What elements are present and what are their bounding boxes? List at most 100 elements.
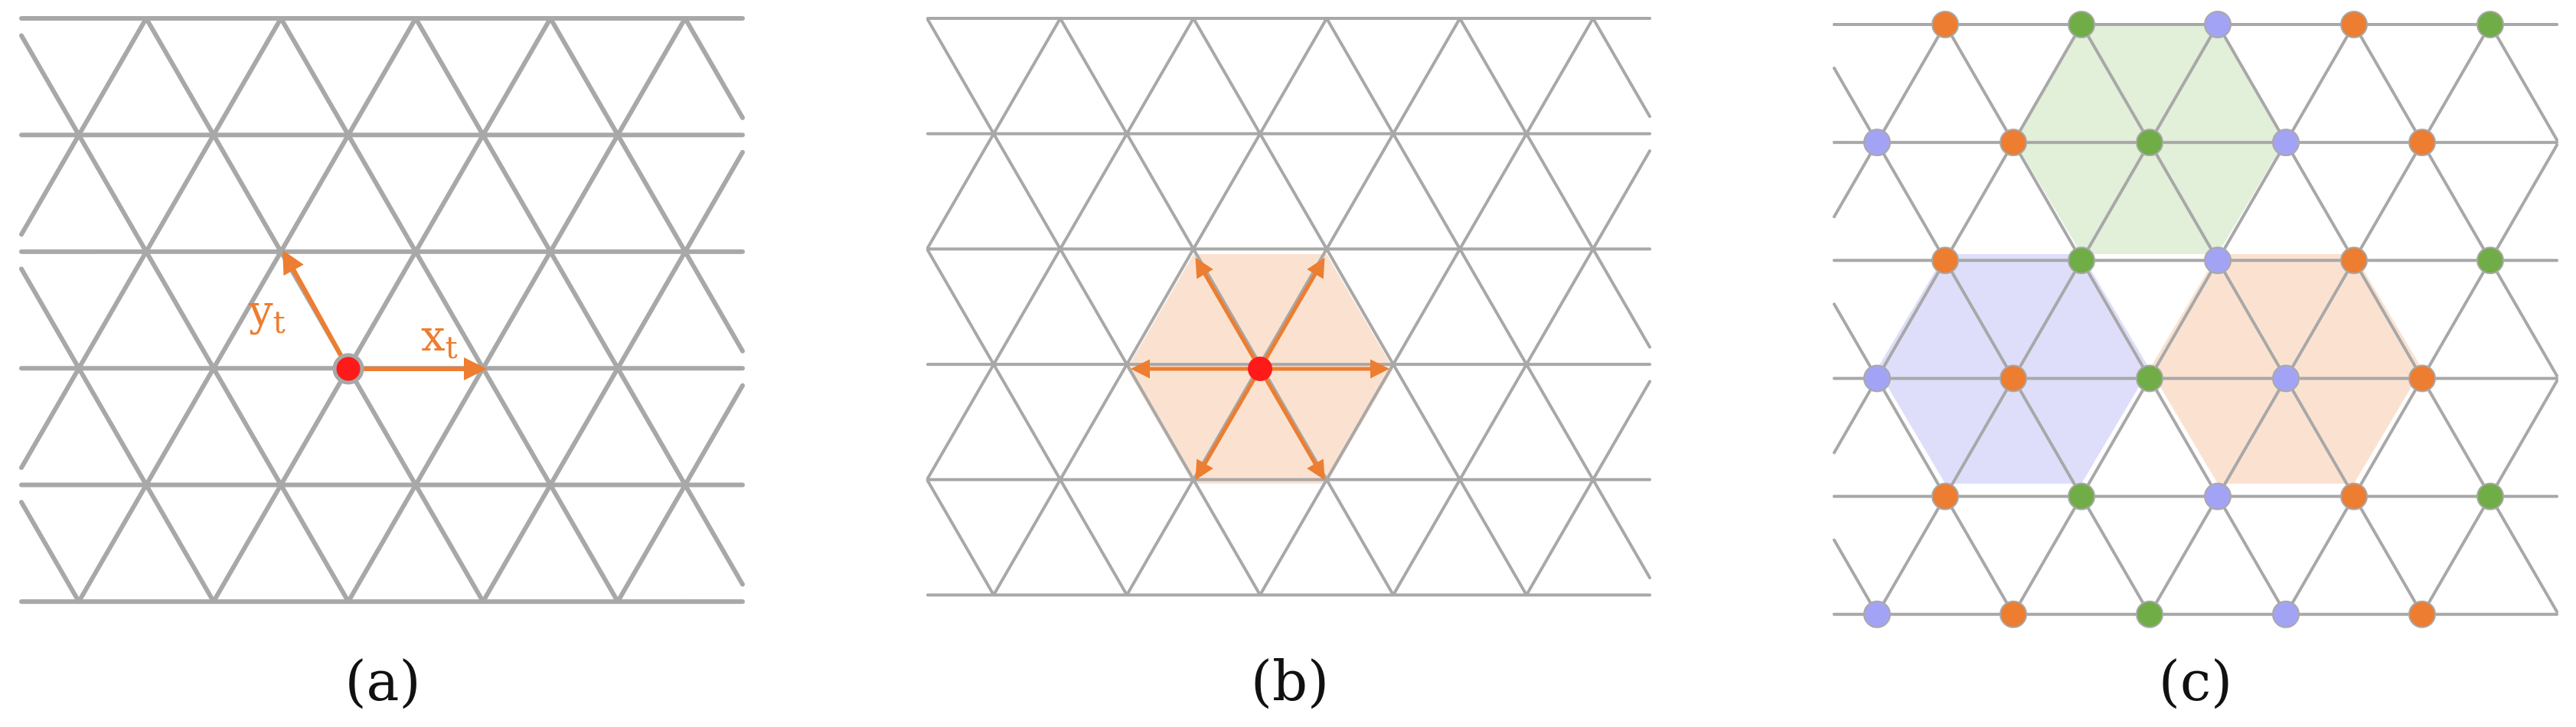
lattice-edge [211,249,283,371]
lattice-edge [211,366,283,487]
lattice-edge [1458,17,1528,135]
lattice-edge [926,249,995,367]
lattice-edge [144,482,216,605]
lattice-edge [615,132,687,254]
lattice-edge [19,266,81,371]
lattice-edge [279,366,351,487]
lattice-edge [279,482,351,605]
lattice-edge [992,363,1062,481]
lattice-edge [1125,132,1195,251]
lattice-edge [683,249,745,354]
lattice-edge [1392,17,1461,135]
lattice-edge [1833,67,1879,145]
lattice-edge [1125,478,1195,597]
lattice-edge [1458,363,1528,481]
lattice-edge [1325,478,1395,597]
lattice-node [1931,482,1959,510]
lattice-edge [2421,494,2492,616]
lattice-edge [1833,141,1879,219]
lattice-edge [548,482,620,605]
lattice-edge [2216,494,2287,616]
lattice-edge [1876,377,1947,498]
lattice-node [2476,11,2504,38]
lattice-node [2272,364,2300,393]
lattice-edge [2080,23,2151,145]
lattice-node [2408,364,2436,393]
lattice-edge [144,249,216,371]
lattice-node [2136,129,2163,157]
lattice-edge [1592,478,1651,579]
lattice-edge [2284,141,2356,262]
lattice-edge [1944,494,2015,616]
lattice-edge [615,16,687,138]
lattice-edge [481,482,553,605]
lattice-edge [992,17,1062,135]
lattice-edge [1592,17,1651,119]
basis-vectors: xt yt [248,249,487,380]
lattice-edge [2489,494,2558,614]
lattice-edge [1059,478,1128,597]
caption-a: (a) [344,649,420,713]
panel-c: (c) [1833,11,2558,713]
lattice-edge [683,383,745,487]
lattice-edge [2216,141,2287,262]
lattice-node [2204,482,2232,510]
lattice-edge [1259,132,1328,251]
y-basis-label: yt [248,286,286,341]
lattice-edge [2352,494,2424,616]
lattice-node [2476,246,2504,275]
lattice-edge [1059,17,1128,135]
lattice-node [2000,600,2027,628]
lattice-edge [77,366,149,487]
lattice-edge [926,132,995,249]
lattice-edge [683,482,745,587]
lattice-edge [1259,17,1328,135]
lattice-edge [77,16,149,138]
lattice-edge [2421,23,2492,145]
lattice-edge [144,366,216,487]
lattice-edge [992,247,1062,367]
caption-b: (b) [1251,649,1329,713]
lattice-edge [1325,17,1395,135]
lattice-edge [211,132,283,254]
lattice-edge [1325,132,1395,251]
lattice-edge [683,149,745,254]
lattice-edge [992,132,1062,251]
lattice-node [2000,129,2027,157]
lattice-edge [1833,538,1879,616]
lattice-edge [1059,363,1128,481]
lattice-edge [1192,478,1262,597]
center-node [1248,357,1272,381]
lattice-node [2408,129,2436,157]
lattice-edge [1525,17,1595,135]
lattice-node [2068,246,2095,275]
lattice-edge [615,366,687,487]
lattice-node [2272,129,2300,157]
lattice-edge [413,482,485,605]
lattice-edge [1325,247,1395,367]
lattice-edge [2216,23,2287,145]
lattice-edge [2284,377,2356,498]
lattice-edge [413,132,485,254]
lattice-edge [1392,247,1461,367]
lattice-edge [346,16,418,138]
lattice-edge [615,482,687,605]
lattice-edge [1125,363,1195,481]
lattice-edge [683,16,745,120]
lattice-edge [926,479,995,597]
lattice-edge [481,132,553,254]
lattice-edge [1876,23,1947,145]
origin-node [332,353,364,385]
lattice-node [2340,246,2368,275]
lattice-edge [1525,247,1595,367]
lattice-node [2204,246,2232,275]
x-basis-label-base: x [421,311,446,361]
panel-b: (b) [926,17,1651,713]
lattice-edge [2352,377,2424,498]
lattice-edge [1392,478,1461,597]
colored-nodes [1863,11,2504,628]
lattice-edge [2148,23,2219,145]
lattice-edge [1458,132,1528,251]
lattice-node [1931,11,1959,38]
